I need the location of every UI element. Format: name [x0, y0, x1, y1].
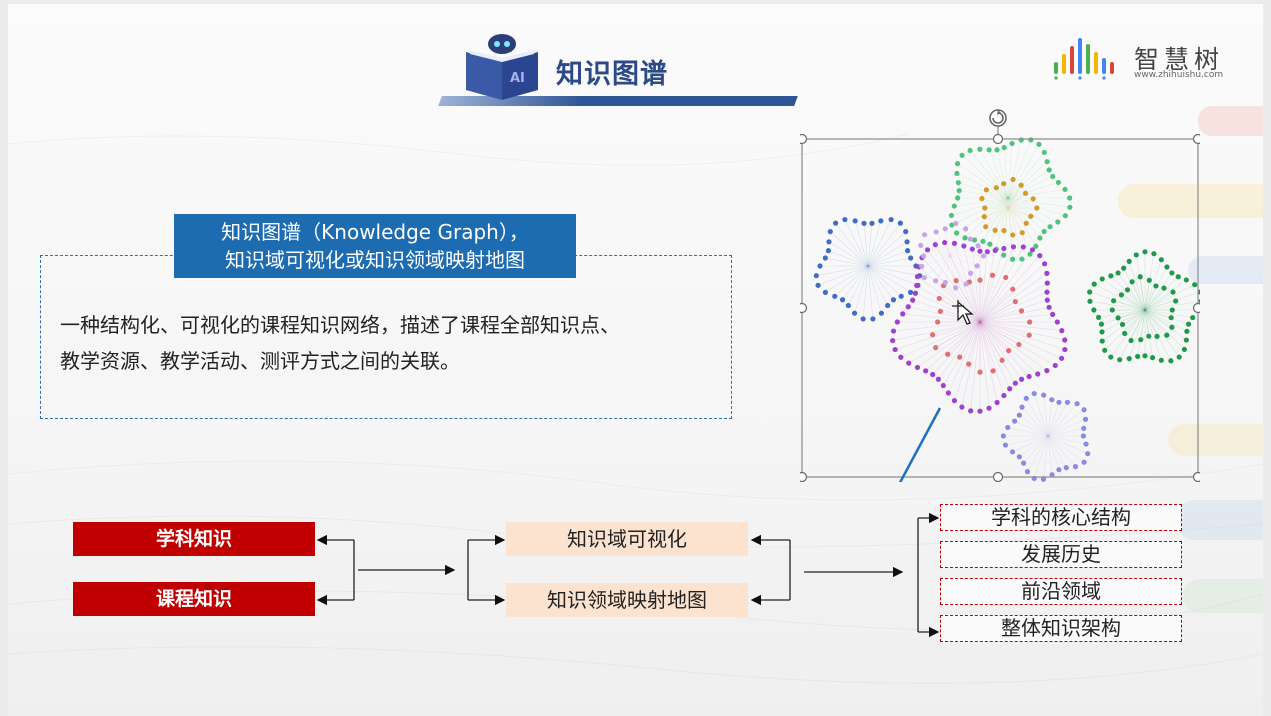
- outcome-box-frontier: 前沿领域: [940, 578, 1182, 605]
- middle-box-mapping: 知识领域映射地图: [506, 583, 748, 617]
- resize-handle[interactable]: [1192, 471, 1201, 482]
- outcome-box-core-structure: 学科的核心结构: [940, 504, 1182, 531]
- definition-line-2: 教学资源、教学活动、测评方式之间的关联。: [60, 349, 460, 373]
- resize-handle[interactable]: [992, 133, 1004, 145]
- move-cursor-icon: [952, 300, 974, 325]
- graph-cluster: [1087, 249, 1200, 364]
- brand-url: www.zhihuishu.com: [1134, 70, 1224, 80]
- resize-handle[interactable]: [800, 471, 808, 482]
- middle-box-visualization: 知识域可视化: [506, 522, 748, 556]
- background-texture: [8, 106, 1263, 684]
- graph-cluster: [1109, 274, 1179, 344]
- resize-handle[interactable]: [1192, 302, 1201, 314]
- graph-cluster: [979, 176, 1040, 238]
- brand-bars-icon: [1054, 38, 1114, 80]
- definition-banner: 知识图谱（Knowledge Graph）， 知识域可视化或知识领域映射地图: [174, 214, 576, 278]
- outcome-box-history: 发展历史: [940, 541, 1182, 568]
- rotate-handle-icon[interactable]: [989, 109, 1007, 127]
- page-title: 知识图谱: [556, 59, 668, 90]
- resize-handle[interactable]: [992, 471, 1004, 482]
- graph-cluster: [1000, 390, 1091, 482]
- outcome-box-architecture: 整体知识架构: [940, 615, 1182, 642]
- source-box-subject: 学科知识: [73, 522, 315, 556]
- banner-line-1: 知识图谱（Knowledge Graph），: [221, 220, 529, 244]
- definition-text: 一种结构化、可视化的课程知识网络，描述了课程全部知识点、 教学资源、教学活动、测…: [60, 307, 720, 379]
- slide-canvas: AI 知识图谱 智慧树 www.zhihuishu.com 知识图谱（Knowl…: [8, 4, 1263, 716]
- graph-cluster: [929, 272, 1033, 375]
- banner-line-2: 知识域可视化或知识领域映射地图: [225, 248, 525, 272]
- graph-cluster: [813, 216, 923, 322]
- book-robot-icon: AI: [466, 34, 538, 100]
- resize-handle[interactable]: [1192, 133, 1201, 145]
- resize-handle[interactable]: [800, 133, 808, 145]
- graph-cluster: [918, 220, 987, 291]
- resize-handle[interactable]: [800, 302, 808, 314]
- definition-line-1: 一种结构化、可视化的课程知识网络，描述了课程全部知识点、: [60, 313, 620, 337]
- brand-name: 智慧树: [1134, 45, 1225, 74]
- graph-cluster: [948, 137, 1073, 262]
- brand-logo: 智慧树 www.zhihuishu.com: [1052, 36, 1242, 86]
- knowledge-graph-image[interactable]: [800, 106, 1200, 482]
- source-box-course: 课程知识: [73, 582, 315, 616]
- pointer-line: [898, 407, 942, 482]
- icon-label: AI: [510, 71, 525, 86]
- graph-cluster: [890, 239, 1068, 414]
